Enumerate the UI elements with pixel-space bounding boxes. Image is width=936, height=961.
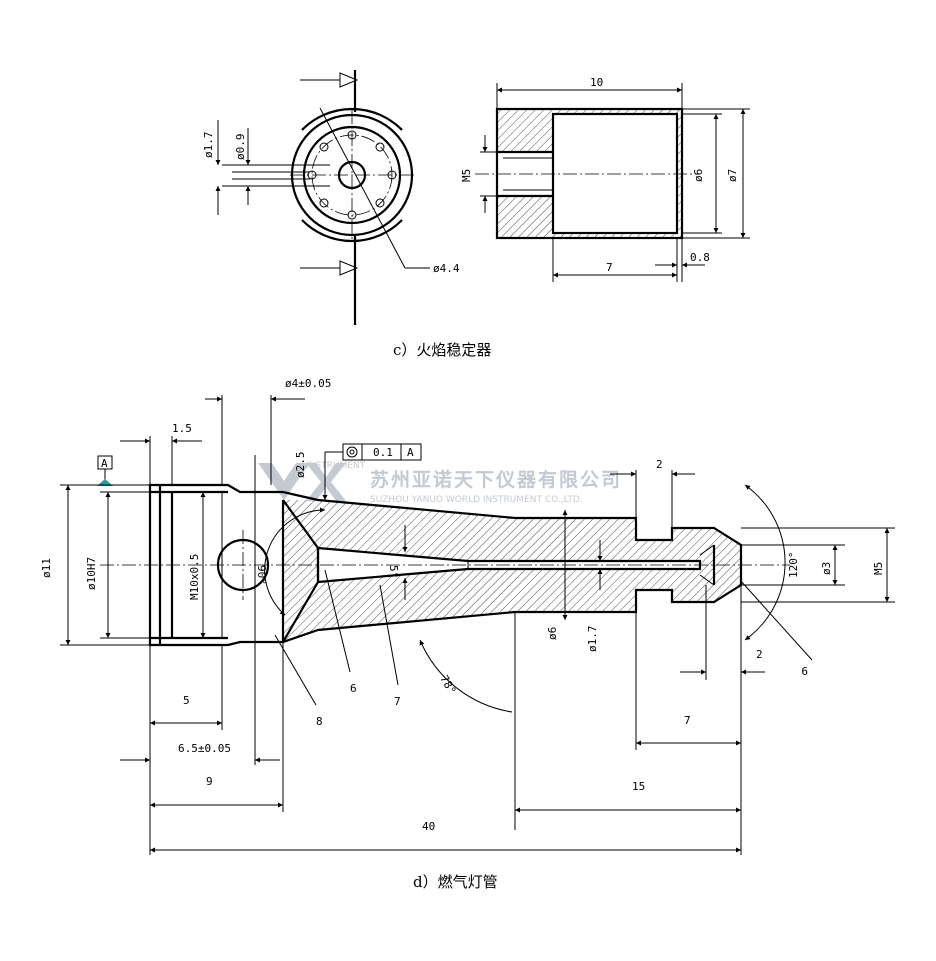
dim-90: 90° [255,565,268,585]
stabilizer-front-view: ø1.7 ø0.9 ø4.4 [202,70,460,325]
dim-d17-tube: ø1.7 [586,626,599,653]
caption-d: d）燃气灯管 [413,873,498,891]
dim-d25: ø2.5 [294,452,307,479]
outer-arc-bottom [301,219,403,243]
dim-d17: ø1.7 [202,132,215,159]
watermark-company-en: SUZHOU YANUO WORLD INSTRUMENT CO.,LTD. [370,495,583,505]
callout-8: 8 [316,715,323,728]
watermark: INSTRUMENT 苏州亚诺天下仪器有限公司 SUZHOU YANUO WOR… [258,461,622,505]
dim-d7: ø7 [726,169,739,182]
dim-78: 78° [437,673,458,697]
dim-d6-tube: ø6 [546,627,559,640]
tol-datum: A [407,446,414,459]
dim-d11: ø11 [40,558,53,578]
caption-c: c）火焰稳定器 [393,341,491,359]
dim-5: 5 [183,694,190,707]
dim-65: 6.5±0.05 [178,742,231,755]
dim-d4: ø4±0.05 [285,377,331,390]
dim-15: 1.5 [172,422,192,435]
dim-120: 120° [787,552,800,579]
datum-a: A [101,457,108,470]
dim-d10h7: ø10H7 [85,557,98,590]
dim-7: 7 [606,261,613,274]
stabilizer-section-view: 10 M5 ø6 ø7 7 0.8 [460,76,750,282]
dim-d3: ø3 [820,562,833,575]
dim-40: 40 [422,820,435,833]
watermark-brand: INSTRUMENT [306,461,366,471]
dim-9: 9 [206,775,213,788]
dim-d09: ø0.9 [234,134,247,161]
tol-value: 0.1 [373,446,393,459]
callout-9: 9 [801,664,808,677]
dim-m10: M10x0.5 [188,554,201,600]
section-arrow-top [300,72,359,88]
dim-m5: M5 [460,169,473,182]
section-arrow-bottom [300,260,359,276]
dim-d44: ø4.4 [433,262,460,275]
dim-d6: ø6 [692,169,705,182]
outer-arc-top [301,107,403,131]
dim-2-bottom: 2 [756,648,763,661]
dim-5deg: 5° [387,565,400,578]
callout-6: 6 [350,682,357,695]
gas-tube-view: ø4±0.05 1.5 ø2.5 A 0.1 A ø11 ø10H7 M10x0… [40,377,895,855]
dim-2-top: 2 [656,458,663,471]
callout-7: 7 [394,695,401,708]
dim-7-tube: 7 [684,714,691,727]
dim-08: 0.8 [690,251,710,264]
dim-15b: 15 [632,780,645,793]
watermark-company-cn: 苏州亚诺天下仪器有限公司 [370,468,622,491]
dim-10: 10 [590,76,603,89]
dim-m5-tube: M5 [872,562,885,575]
